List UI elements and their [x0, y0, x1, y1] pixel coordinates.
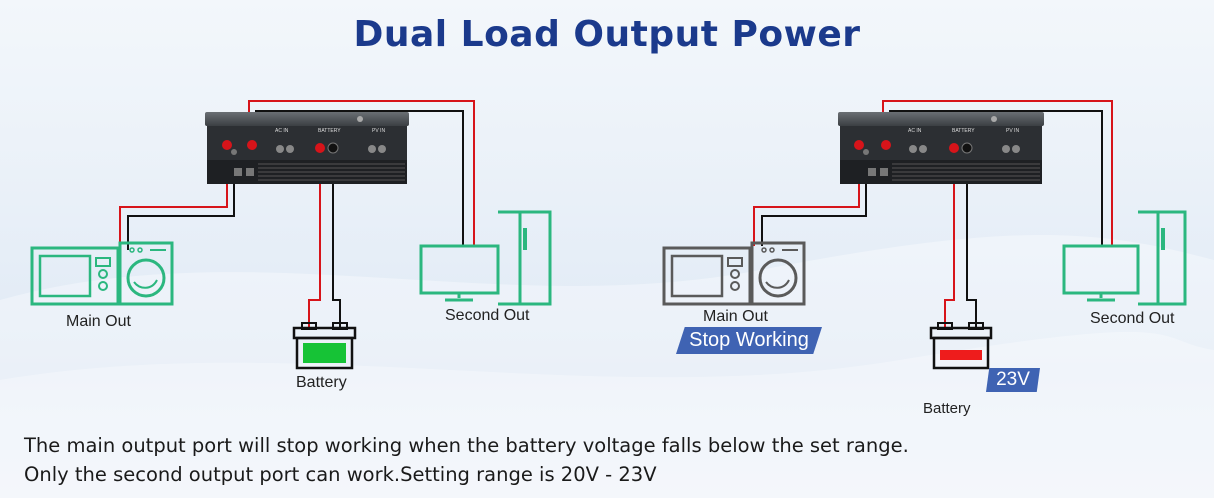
inverter-label-ac-in: AC IN [275, 128, 289, 134]
right-scene: AC IN BATTERY PV IN [662, 100, 1187, 370]
background-wave [0, 235, 1214, 498]
note-line-1: The main output port will stop working w… [24, 434, 909, 457]
battery-level-low [940, 350, 982, 360]
right-fridge-icon [1138, 210, 1187, 306]
wire-battery-negative [332, 150, 341, 328]
left-monitor-icon [419, 244, 500, 302]
left-main-out-label: Main Out [66, 313, 131, 330]
inverter-label-pv-in: PV IN [1006, 128, 1019, 134]
right-battery-label: Battery [923, 400, 971, 417]
right-washer-icon [750, 241, 806, 306]
inverter-label-battery: BATTERY [318, 128, 341, 134]
right-monitor-icon [1062, 244, 1140, 302]
page-title: Dual Load Output Power [353, 14, 861, 55]
stop-working-badge: Stop Working [676, 327, 822, 354]
battery-level-full [303, 343, 346, 363]
left-washer-icon [118, 241, 174, 306]
left-battery-icon [292, 322, 357, 370]
left-inverter: AC IN BATTERY PV IN [205, 112, 409, 184]
left-battery-label: Battery [296, 374, 347, 391]
left-fridge-icon [498, 210, 552, 306]
left-scene: AC IN BATTERY PV IN [30, 100, 552, 370]
inverter-label-pv-in: PV IN [372, 128, 385, 134]
left-second-out-label: Second Out [445, 307, 530, 324]
right-microwave-icon [662, 246, 752, 306]
right-inverter: AC IN BATTERY PV IN [838, 112, 1044, 184]
battery-voltage-badge: 23V [986, 368, 1040, 392]
left-microwave-icon [30, 246, 120, 306]
wire-battery-positive [944, 150, 955, 328]
wire-battery-negative [966, 150, 977, 328]
right-battery-icon [929, 322, 993, 370]
wire-battery-positive [308, 150, 321, 328]
inverter-label-battery: BATTERY [952, 128, 975, 134]
right-main-out-label: Main Out [703, 308, 768, 325]
note-line-2: Only the second output port can work.Set… [24, 463, 657, 486]
background-wave [0, 331, 1214, 498]
right-second-out-label: Second Out [1090, 310, 1175, 327]
inverter-label-ac-in: AC IN [908, 128, 922, 134]
